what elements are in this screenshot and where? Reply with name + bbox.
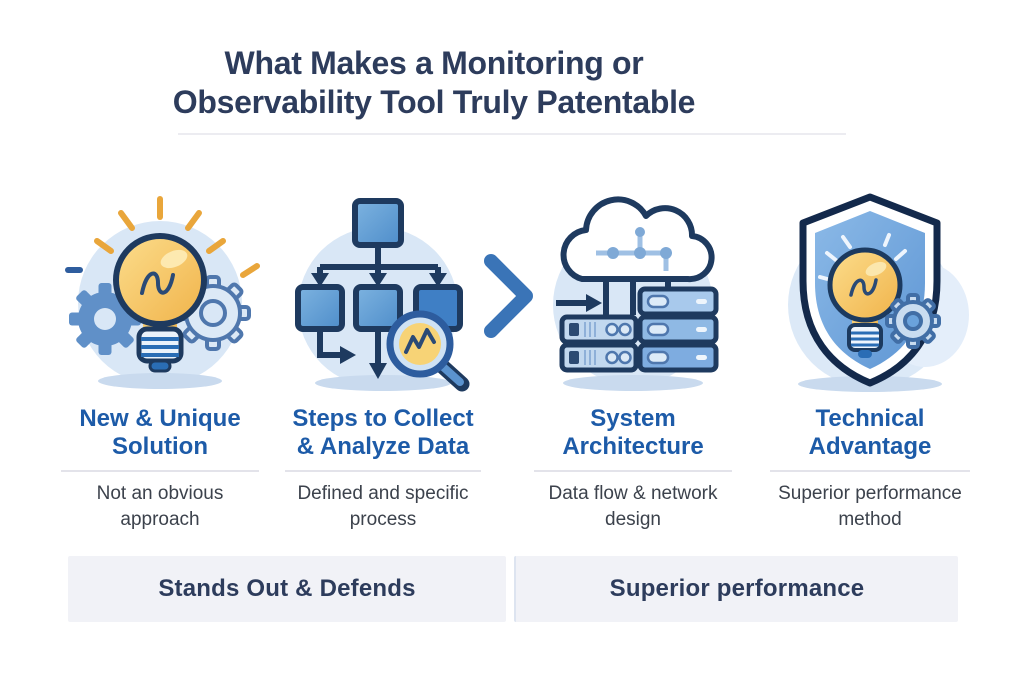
column-subtitle: Defined and specific process bbox=[297, 483, 469, 530]
heading-divider bbox=[285, 470, 481, 473]
footer-band-stands-out: Stands Out & Defends bbox=[68, 556, 506, 622]
cloud-servers-icon bbox=[528, 183, 738, 395]
column-heading: New & Unique Solution bbox=[79, 405, 241, 461]
lightbulb-gears-icon bbox=[55, 183, 265, 395]
title-line-1: What Makes a Monitoring or bbox=[224, 45, 644, 81]
flowchart-magnifier-icon bbox=[278, 183, 488, 395]
chevron-right-icon bbox=[481, 252, 539, 340]
heading-divider bbox=[61, 470, 259, 473]
column-subtitle: Superior performance method bbox=[778, 483, 962, 530]
column-subtitle: Data flow & network design bbox=[548, 483, 718, 530]
column-steps-collect-analyze: Steps to Collect & Analyze Data Defined … bbox=[272, 183, 494, 533]
column-subtitle: Not an obvious approach bbox=[96, 483, 224, 530]
column-heading: System Architecture bbox=[562, 405, 704, 461]
column-technical-advantage: Technical Advantage Superior performance… bbox=[756, 183, 984, 533]
title-line-2: Observability Tool Truly Patentable bbox=[172, 84, 696, 121]
heading-divider bbox=[533, 470, 733, 473]
page-title: What Makes a Monitoring or Observability… bbox=[60, 44, 808, 122]
column-new-unique-solution: New & Unique Solution Not an obvious app… bbox=[48, 183, 272, 533]
footer-band-superior-performance: Superior performance bbox=[514, 556, 958, 622]
column-heading: Steps to Collect & Analyze Data bbox=[292, 405, 474, 461]
heading-divider bbox=[769, 470, 971, 473]
title-divider bbox=[178, 133, 846, 135]
column-heading: Technical Advantage bbox=[808, 405, 932, 461]
column-system-architecture: System Architecture Data flow & network … bbox=[520, 183, 746, 533]
shield-lightbulb-icon bbox=[765, 183, 975, 395]
